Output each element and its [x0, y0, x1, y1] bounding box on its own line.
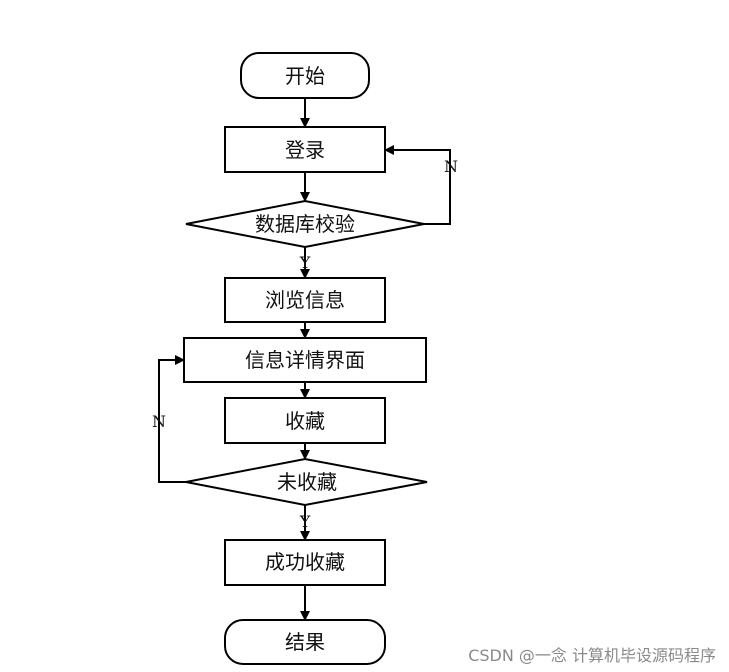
success-box	[224, 539, 386, 586]
favorite-box	[224, 397, 386, 444]
not-favorited-label: 未收藏	[277, 470, 337, 494]
db-check-label: 数据库校验	[255, 212, 355, 236]
db-check-yes-label: Y	[299, 253, 311, 272]
edge-check-no-to-login	[384, 145, 451, 225]
end-label: 结果	[285, 630, 325, 654]
edge-not-favorited-no-to-detail	[158, 355, 186, 483]
success-label: 成功收藏	[265, 550, 345, 574]
login-box	[224, 126, 386, 173]
watermark-text: CSDN @一念 计算机毕设源码程序	[468, 646, 716, 665]
detail-label: 信息详情界面	[245, 348, 365, 372]
browse-label: 浏览信息	[265, 288, 345, 312]
end-terminal	[224, 619, 386, 665]
not-favorited-diamond	[185, 457, 428, 507]
favorite-label: 收藏	[285, 409, 325, 433]
login-label: 登录	[285, 138, 325, 162]
not-favorited-yes-label: Y	[299, 512, 311, 531]
start-label: 开始	[285, 64, 325, 88]
db-check-no-label: N	[444, 157, 458, 176]
not-favorited-no-label: N	[152, 412, 166, 431]
browse-box	[224, 277, 386, 323]
